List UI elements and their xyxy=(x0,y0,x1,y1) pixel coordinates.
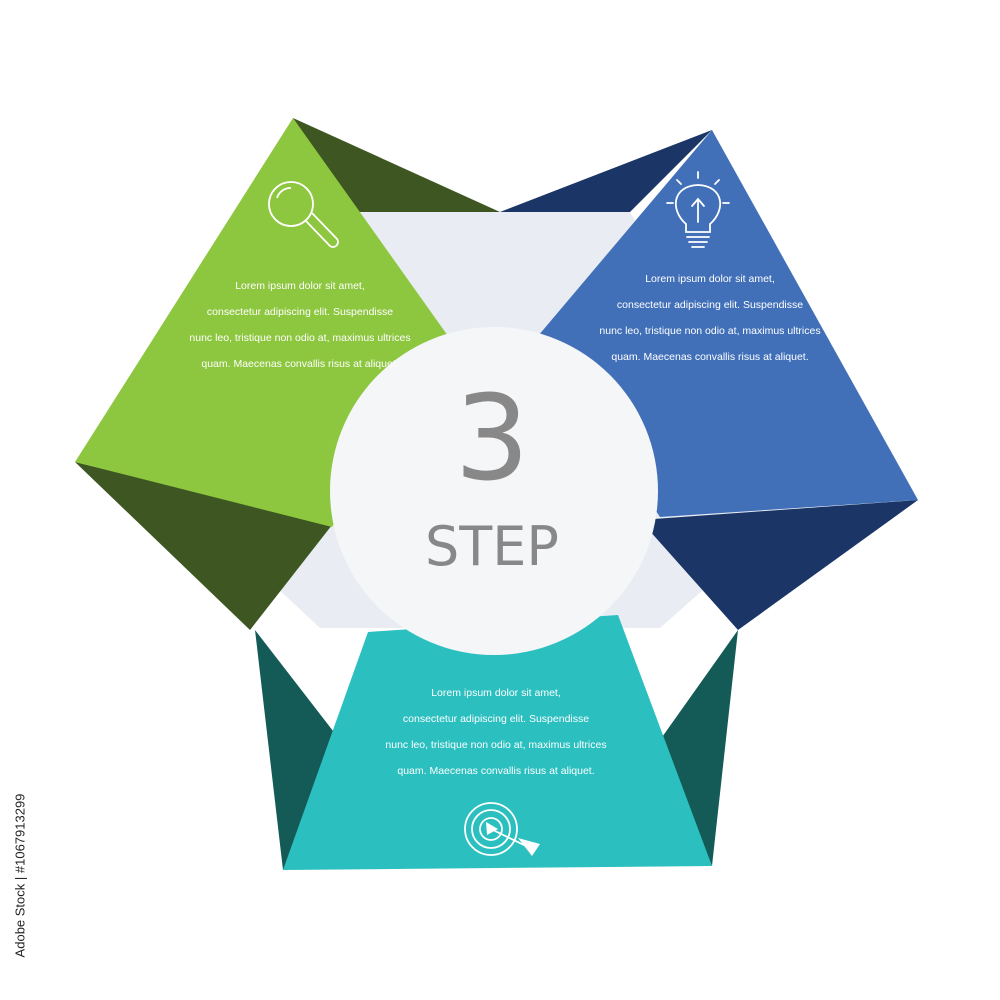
teal-shadow-flap-right xyxy=(660,630,738,866)
green-text-line: consectetur adipiscing elit. Suspendisse xyxy=(206,306,394,318)
teal-text-line: nunc leo, tristique non odio at, maximus… xyxy=(385,739,607,751)
green-text-line: nunc leo, tristique non odio at, maximus… xyxy=(189,332,411,344)
blue-text-line: nunc leo, tristique non odio at, maximus… xyxy=(599,325,821,337)
green-shadow-flap-bottom xyxy=(75,462,332,630)
stock-id-label: Adobe Stock | #1067913299 xyxy=(12,793,28,958)
teal-shadow-flap-left xyxy=(255,630,340,870)
center-step-number: 3 xyxy=(454,369,530,507)
green-text-line: Lorem ipsum dolor sit amet, xyxy=(235,280,365,292)
green-text-line: quam. Maecenas convallis risus at alique… xyxy=(201,358,399,370)
blue-step-text: Lorem ipsum dolor sit amet, consectetur … xyxy=(560,266,860,370)
target-arrow-icon xyxy=(464,802,540,856)
teal-text-line: Lorem ipsum dolor sit amet, xyxy=(431,687,561,699)
lightbulb-icon xyxy=(666,171,730,248)
blue-shadow-flap-bottom xyxy=(640,500,918,630)
blue-text-line: consectetur adipiscing elit. Suspendisse xyxy=(616,299,804,311)
center-step-label: STEP xyxy=(425,515,559,578)
green-step-text: Lorem ipsum dolor sit amet, consectetur … xyxy=(150,273,450,377)
blue-text-line: Lorem ipsum dolor sit amet, xyxy=(645,273,775,285)
center-circle xyxy=(330,327,658,655)
blue-shadow-flap-top xyxy=(500,130,712,212)
green-shadow-flap-top xyxy=(293,118,500,212)
teal-panel xyxy=(283,615,712,870)
teal-text-line: consectetur adipiscing elit. Suspendisse xyxy=(402,713,590,725)
teal-step-text: Lorem ipsum dolor sit amet, consectetur … xyxy=(346,680,646,784)
magnifier-icon xyxy=(268,181,339,248)
teal-text-line: quam. Maecenas convallis risus at alique… xyxy=(397,765,595,777)
blue-text-line: quam. Maecenas convallis risus at alique… xyxy=(611,351,809,363)
